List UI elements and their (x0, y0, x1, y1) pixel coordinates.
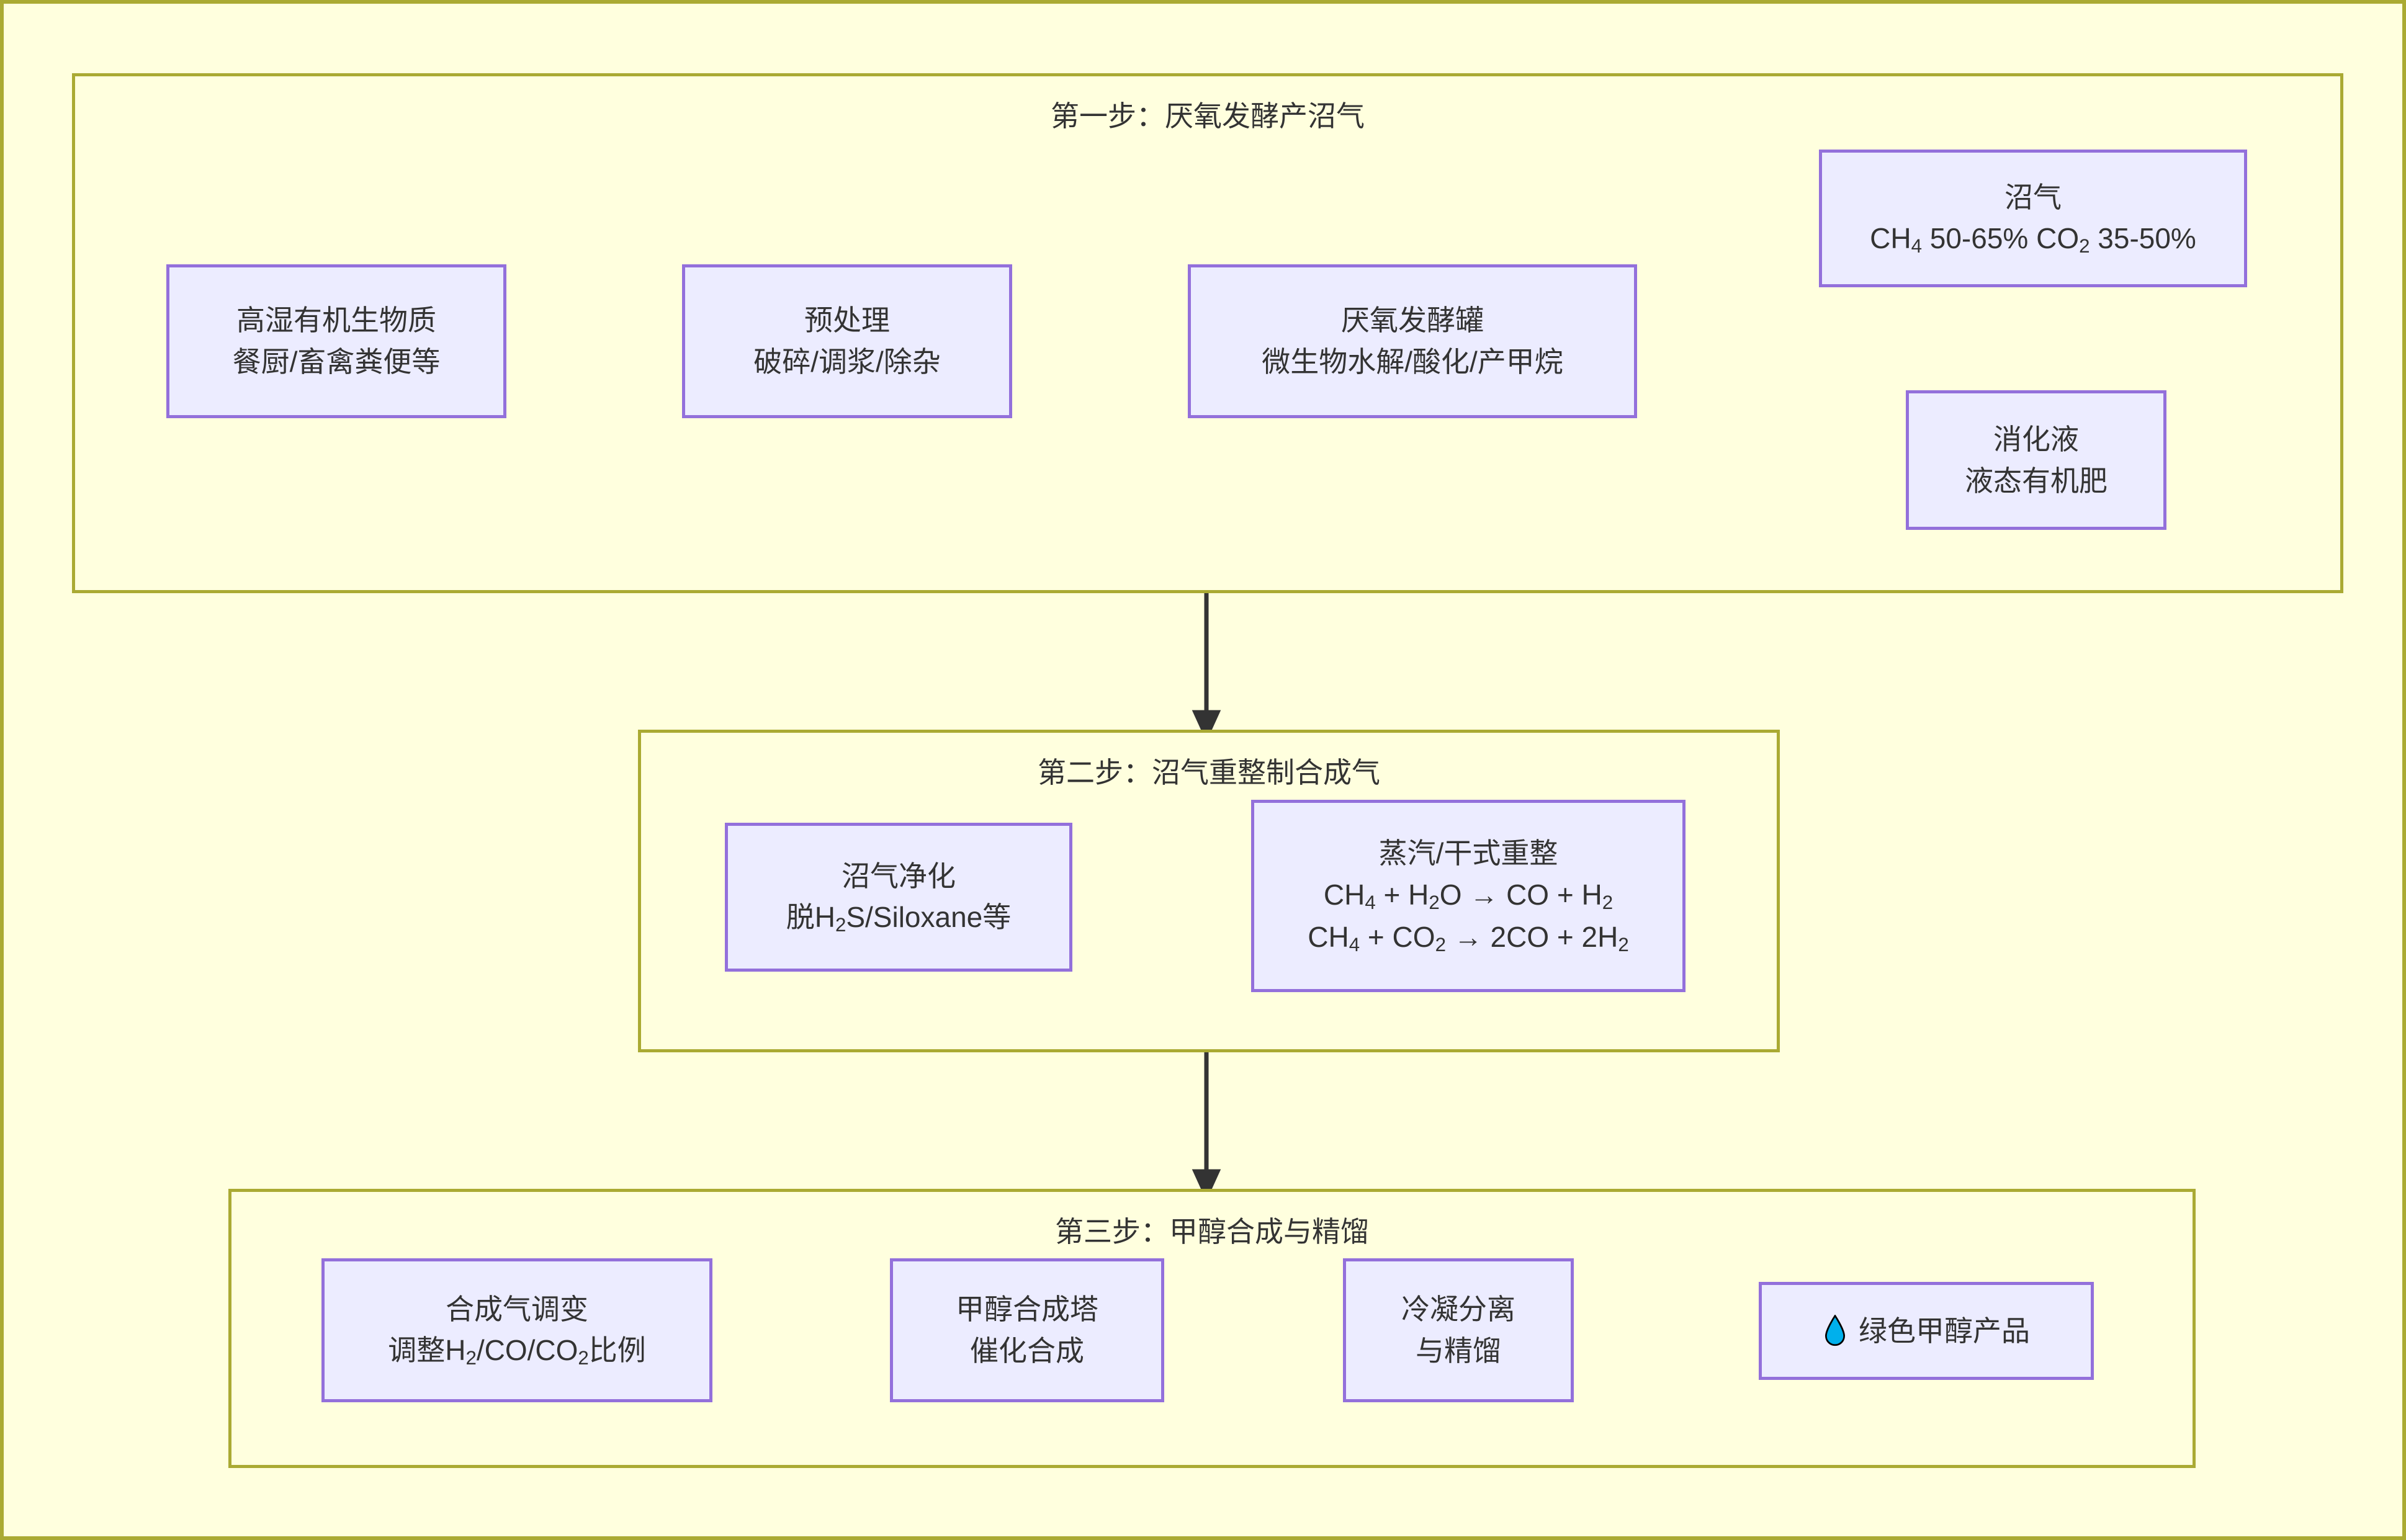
node-feedstock[interactable]: 高湿有机生物质 餐厨/畜禽粪便等 (166, 264, 506, 418)
rf-eq1-part-a: CH (1323, 879, 1365, 911)
node-reforming-equation-1: CH4 + H2O → CO + H2 (1324, 874, 1613, 916)
node-pretreatment[interactable]: 预处理 破碎/调浆/除杂 (682, 264, 1012, 418)
node-separation[interactable]: 冷凝分离 与精馏 (1343, 1258, 1574, 1402)
node-biogas-line2: CH4 50-65% CO2 35-50% (1870, 218, 2196, 260)
rf-eq2-sub-1: 4 (1349, 934, 1360, 956)
node-product-label: 绿色甲醇产品 (1859, 1314, 2030, 1347)
node-biogas-line1: 沼气 (2004, 181, 2062, 213)
node-digester-line2: 微生物水解/酸化/产甲烷 (1262, 346, 1563, 378)
rf-eq2-part-b: + CO (1360, 921, 1435, 954)
node-shift-line1: 合成气调变 (446, 1292, 588, 1325)
shift-h2-subscript: 2 (465, 1347, 477, 1369)
rf-eq1-part-b: + H (1375, 879, 1429, 911)
node-cleanup[interactable]: 沼气净化 脱H2S/Siloxane等 (725, 823, 1072, 972)
node-shift[interactable]: 合成气调变 调整H2/CO/CO2比例 (321, 1258, 712, 1402)
node-separation-line2: 与精馏 (1416, 1335, 1501, 1367)
node-cleanup-line2: 脱H2S/Siloxane等 (786, 897, 1012, 939)
node-feedstock-line1: 高湿有机生物质 (236, 304, 436, 337)
node-feedstock-line2: 餐厨/畜禽粪便等 (232, 346, 441, 378)
rf-eq1-part-c: O → CO + H (1439, 879, 1602, 911)
node-synthesis-line2: 催化合成 (970, 1335, 1084, 1367)
rf-eq2-sub-2: 2 (1435, 934, 1446, 956)
node-separation-line1: 冷凝分离 (1401, 1293, 1515, 1326)
node-reforming[interactable]: 蒸汽/干式重整 CH4 + H2O → CO + H2 CH4 + CO2 → … (1251, 800, 1686, 992)
node-digestate-line1: 消化液 (1993, 423, 2079, 455)
node-reforming-line1: 蒸汽/干式重整 (1378, 837, 1558, 870)
shift-ratio-suffix: 比例 (588, 1334, 646, 1367)
biogas-ch4-percent: 50-65% (1921, 222, 2037, 255)
biogas-co2-subscript: 2 (2079, 235, 2090, 257)
node-product-line1: 绿色甲醇产品 (1823, 1310, 2030, 1352)
node-pretreatment-line1: 预处理 (804, 304, 890, 337)
biogas-ch4-subscript: 4 (1911, 235, 1922, 257)
biogas-co2-symbol: CO (2036, 222, 2080, 255)
cleanup-h2s-subscript: 2 (835, 914, 846, 936)
rf-eq1-sub-1: 4 (1365, 892, 1376, 913)
subgraph-step1-title: 第一步：厌氧发酵产沼气 (1051, 100, 1365, 132)
rf-eq2-part-c: → 2CO + 2H (1445, 921, 1618, 954)
shift-co2-subscript: 2 (578, 1347, 589, 1369)
droplet-icon (1823, 1314, 1847, 1347)
rf-eq2-sub-3: 2 (1618, 934, 1629, 956)
node-synthesis-line1: 甲醇合成塔 (956, 1293, 1098, 1326)
node-biogas[interactable]: 沼气 CH4 50-65% CO2 35-50% (1819, 150, 2247, 287)
node-pretreatment-line2: 破碎/调浆/除杂 (753, 346, 941, 378)
node-digester-line1: 厌氧发酵罐 (1341, 304, 1484, 337)
node-product[interactable]: 绿色甲醇产品 (1759, 1282, 2094, 1380)
subgraph-step2-title: 第二步：沼气重整制合成气 (1038, 756, 1380, 789)
node-digestate[interactable]: 消化液 液态有机肥 (1906, 390, 2166, 530)
biogas-co2-percent: 35-50% (2090, 222, 2196, 255)
node-digestate-line2: 液态有机肥 (1965, 464, 2107, 497)
node-digester[interactable]: 厌氧发酵罐 微生物水解/酸化/产甲烷 (1188, 264, 1637, 418)
node-cleanup-line1: 沼气净化 (842, 859, 956, 892)
biogas-ch4-symbol: CH (1870, 222, 1911, 255)
node-shift-line2: 调整H2/CO/CO2比例 (388, 1330, 646, 1372)
subgraph-step3-title: 第三步：甲醇合成与精馏 (1055, 1215, 1369, 1248)
node-reforming-equation-2: CH4 + CO2 → 2CO + 2H2 (1308, 916, 1628, 959)
rf-eq1-sub-3: 2 (1602, 892, 1614, 913)
cleanup-de-h2s-prefix: 脱H (786, 901, 835, 934)
shift-ratio-prefix: 调整H (388, 1334, 466, 1367)
shift-ratio-mid: /CO/CO (476, 1334, 578, 1367)
rf-eq2-part-a: CH (1308, 921, 1349, 954)
node-synthesis[interactable]: 甲醇合成塔 催化合成 (890, 1258, 1164, 1402)
cleanup-siloxane-suffix: S/Siloxane等 (846, 901, 1012, 934)
rf-eq1-sub-2: 2 (1429, 892, 1440, 913)
